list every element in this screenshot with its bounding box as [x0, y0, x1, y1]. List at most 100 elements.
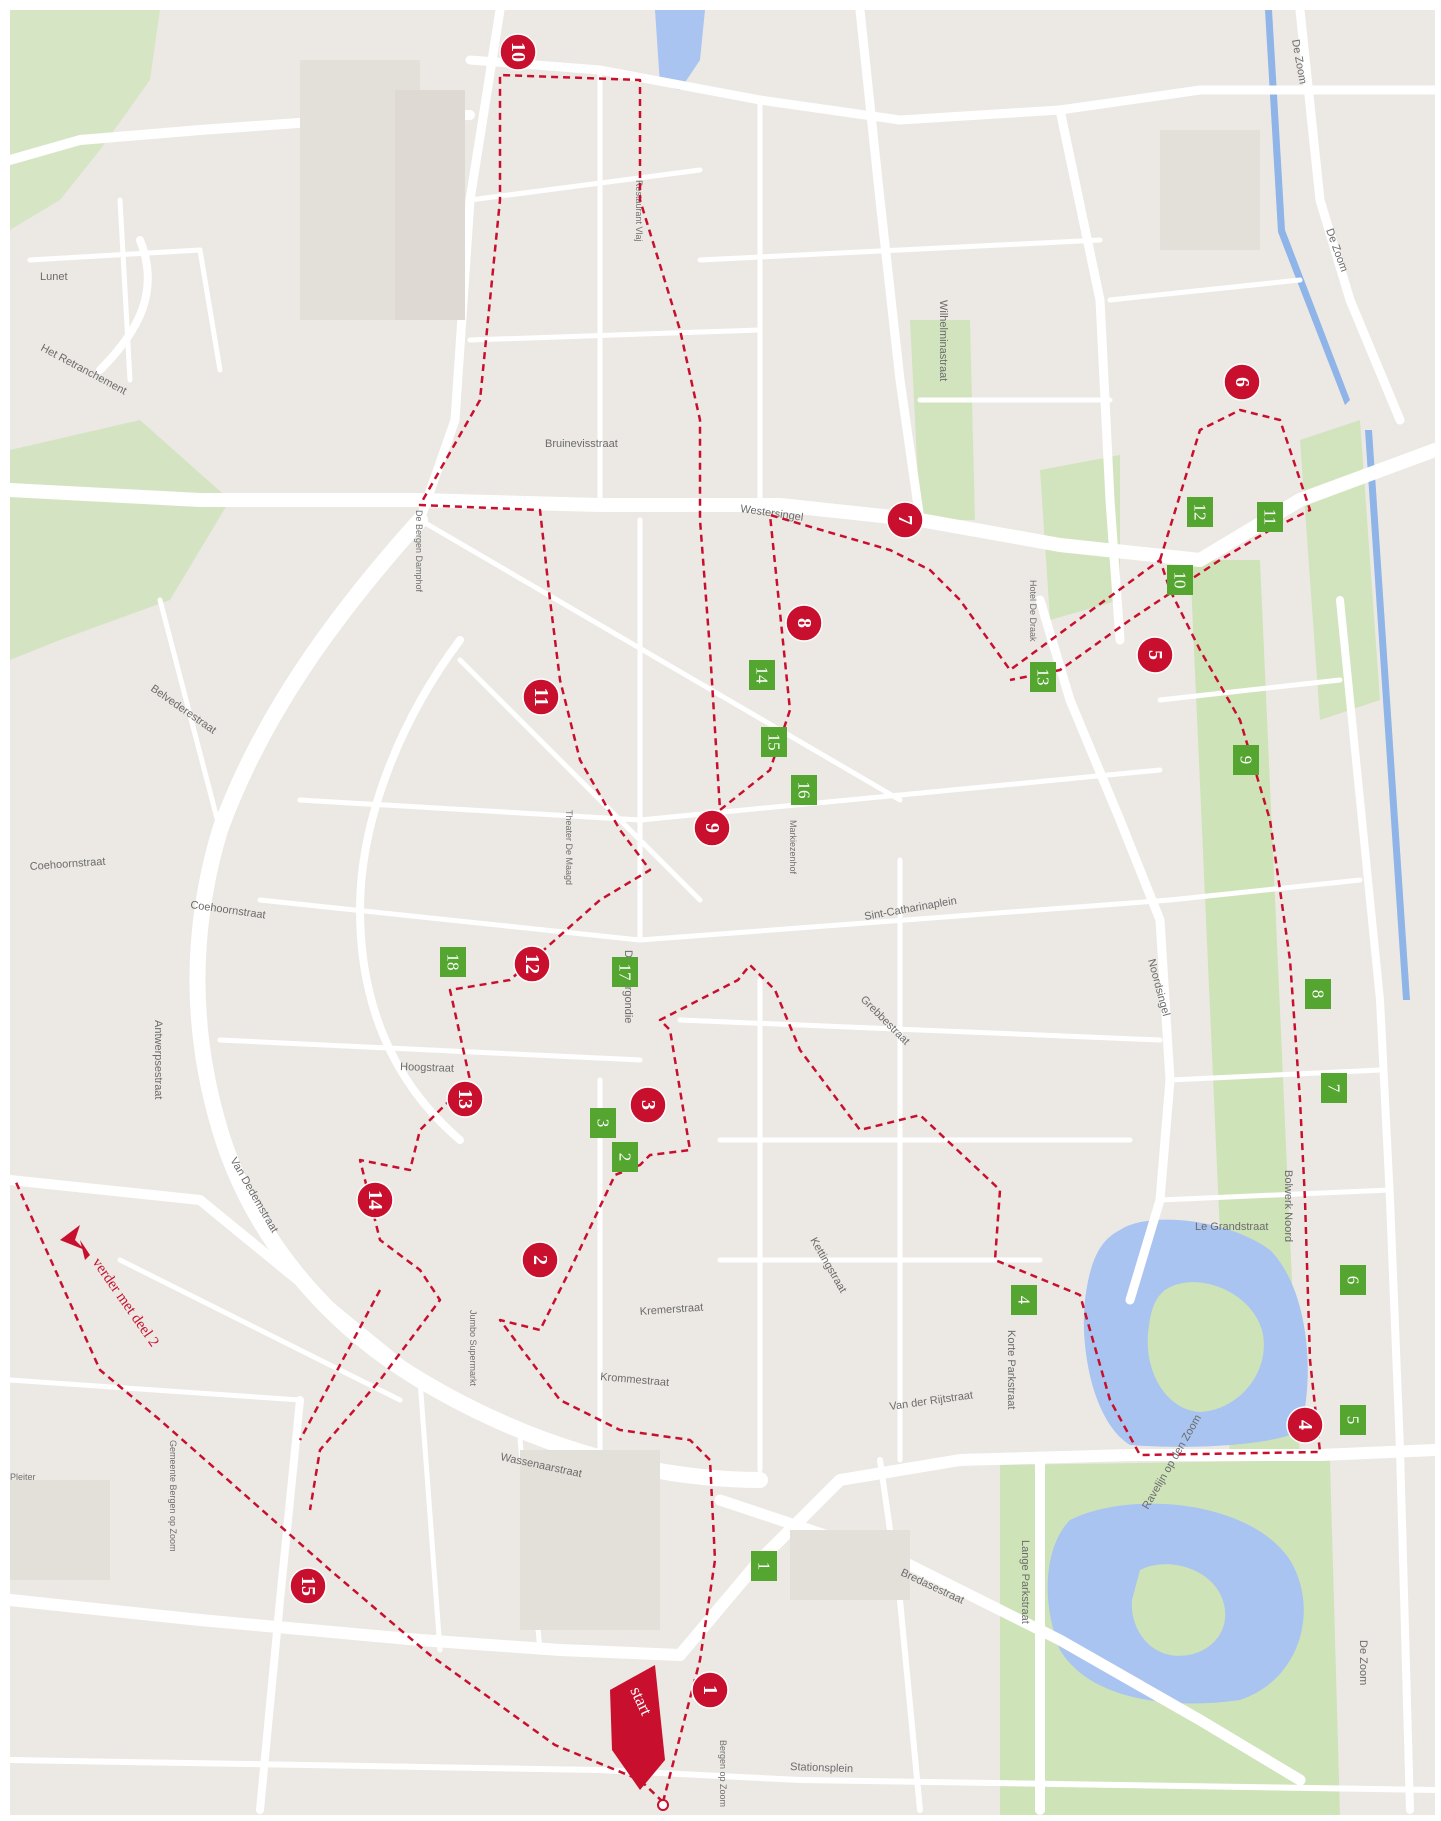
street-label: Bolwerk Noord	[1282, 1170, 1294, 1242]
road-ring-outer	[189, 512, 768, 1488]
green-marker-11: 11	[1257, 502, 1283, 532]
road-stationsplein-west	[4, 1594, 686, 1661]
street-s	[697, 247, 903, 263]
route-marker-circle	[629, 1086, 667, 1124]
water	[655, 10, 1410, 1704]
route-marker-circle	[513, 945, 551, 983]
green-marker-box	[1030, 662, 1056, 692]
route-marker-15: 15	[289, 1567, 327, 1605]
green-marker-box	[1305, 979, 1331, 1009]
route-marker-number: 3	[637, 1100, 659, 1110]
route-path-loop	[1009, 408, 1312, 682]
start-point-icon	[657, 1799, 669, 1811]
green-marker-9: 9	[1233, 745, 1259, 775]
green-marker-1: 1	[751, 1551, 777, 1581]
route-marker-number: 12	[521, 954, 543, 974]
route-marker-circle	[289, 1567, 327, 1605]
street-label: Kremerstraat	[639, 1302, 703, 1318]
street-label: Antwerpsestraat	[152, 1020, 164, 1099]
street-a	[417, 517, 903, 803]
route-path-main	[13, 73, 1322, 1803]
block-4	[520, 1450, 660, 1630]
street-g	[637, 897, 1173, 943]
green-marker-box	[1233, 745, 1259, 775]
green-marker-box	[749, 660, 775, 690]
ravelijn-island	[1147, 1282, 1264, 1412]
green-marker-box	[1187, 497, 1213, 527]
road-antwerpse	[5, 1175, 425, 1385]
street-d	[257, 897, 643, 943]
route-marker-number: 4	[1294, 1420, 1316, 1430]
road-middle-north	[855, 5, 925, 525]
street-label: Coehoornstraat	[29, 856, 105, 873]
poi-label: Hotel De Draak	[1028, 580, 1038, 642]
block-2	[395, 90, 465, 320]
route-marker-circle	[785, 604, 823, 642]
block-6	[790, 1530, 910, 1600]
green-marker-number: 13	[1034, 669, 1053, 686]
street-c	[297, 797, 643, 823]
poi-label: Bergen op Zoom	[718, 1740, 728, 1807]
street-label: Lange Parkstraat	[1019, 1540, 1031, 1624]
park-top-left	[10, 10, 160, 230]
street-e	[217, 1037, 643, 1063]
street-t	[897, 237, 1103, 253]
route-marker-number: 5	[1144, 650, 1166, 660]
green-marker-box	[612, 1142, 638, 1172]
route-marker-3: 3	[629, 1086, 667, 1124]
green-marker-box	[1167, 565, 1193, 595]
road-zuidzijde-zoom	[1336, 596, 1414, 1814]
route-marker-circle	[1286, 1406, 1324, 1444]
green-marker-13: 13	[1030, 662, 1056, 692]
block-5	[10, 1480, 110, 1580]
green-marker-box	[612, 957, 638, 987]
road-westersingel	[3, 443, 1441, 567]
green-marker-box	[791, 775, 817, 805]
green-marker-box	[1321, 1073, 1347, 1103]
minor-streets	[7, 67, 1393, 1653]
stream-right	[1365, 430, 1410, 1000]
street-aa	[117, 1257, 403, 1403]
route-marker-circle	[499, 33, 537, 71]
street-v	[1107, 277, 1303, 303]
green-marker-8: 8	[1305, 979, 1331, 1009]
poi-labels: Theater De Maagd Jumbo Supermarkt Pleite…	[10, 180, 1038, 1807]
route-marker-number: 14	[364, 1190, 386, 1210]
green-marker-number: 3	[594, 1119, 613, 1128]
poi-label: De Bergen Damphof	[414, 510, 424, 593]
canal-top	[655, 10, 705, 90]
green-marker-3: 3	[590, 1108, 616, 1138]
route-marker-11: 11	[522, 678, 560, 716]
street-z	[1157, 1187, 1393, 1203]
street-label: De Zoom	[1357, 1640, 1369, 1685]
street-ag	[197, 247, 223, 373]
street-w	[1157, 677, 1343, 703]
street-label: Lunet	[40, 271, 68, 283]
route-marker-circle	[886, 501, 924, 539]
street-ae	[27, 247, 203, 263]
street-label: Hoogstraat	[400, 1061, 454, 1075]
green-marker-box	[1011, 1285, 1037, 1315]
green-marker-12: 12	[1187, 497, 1213, 527]
green-marker-number: 10	[1171, 572, 1190, 589]
route-marker-circle	[356, 1181, 394, 1219]
road-bolwerk	[1295, 5, 1405, 425]
walking-route	[13, 73, 1322, 1803]
route-marker-number: 8	[793, 618, 815, 628]
route-marker-6: 6	[1223, 363, 1261, 401]
route-marker-number: 6	[1231, 377, 1253, 387]
park-green-strip	[1190, 560, 1300, 1460]
arrow-tail	[80, 1240, 90, 1260]
start-flag: start	[610, 1665, 669, 1811]
park-upper-middle	[910, 320, 975, 520]
poi-label: Theater De Maagd	[564, 810, 574, 885]
route-marker-2: 2	[521, 1241, 559, 1279]
start-flag-shape	[610, 1665, 665, 1790]
street-label: Wilhelminastraat	[937, 300, 949, 381]
street-y	[1167, 1067, 1383, 1083]
building-blocks	[10, 60, 1260, 1630]
route-marker-8: 8	[785, 604, 823, 642]
green-marker-5: 5	[1340, 1405, 1366, 1435]
